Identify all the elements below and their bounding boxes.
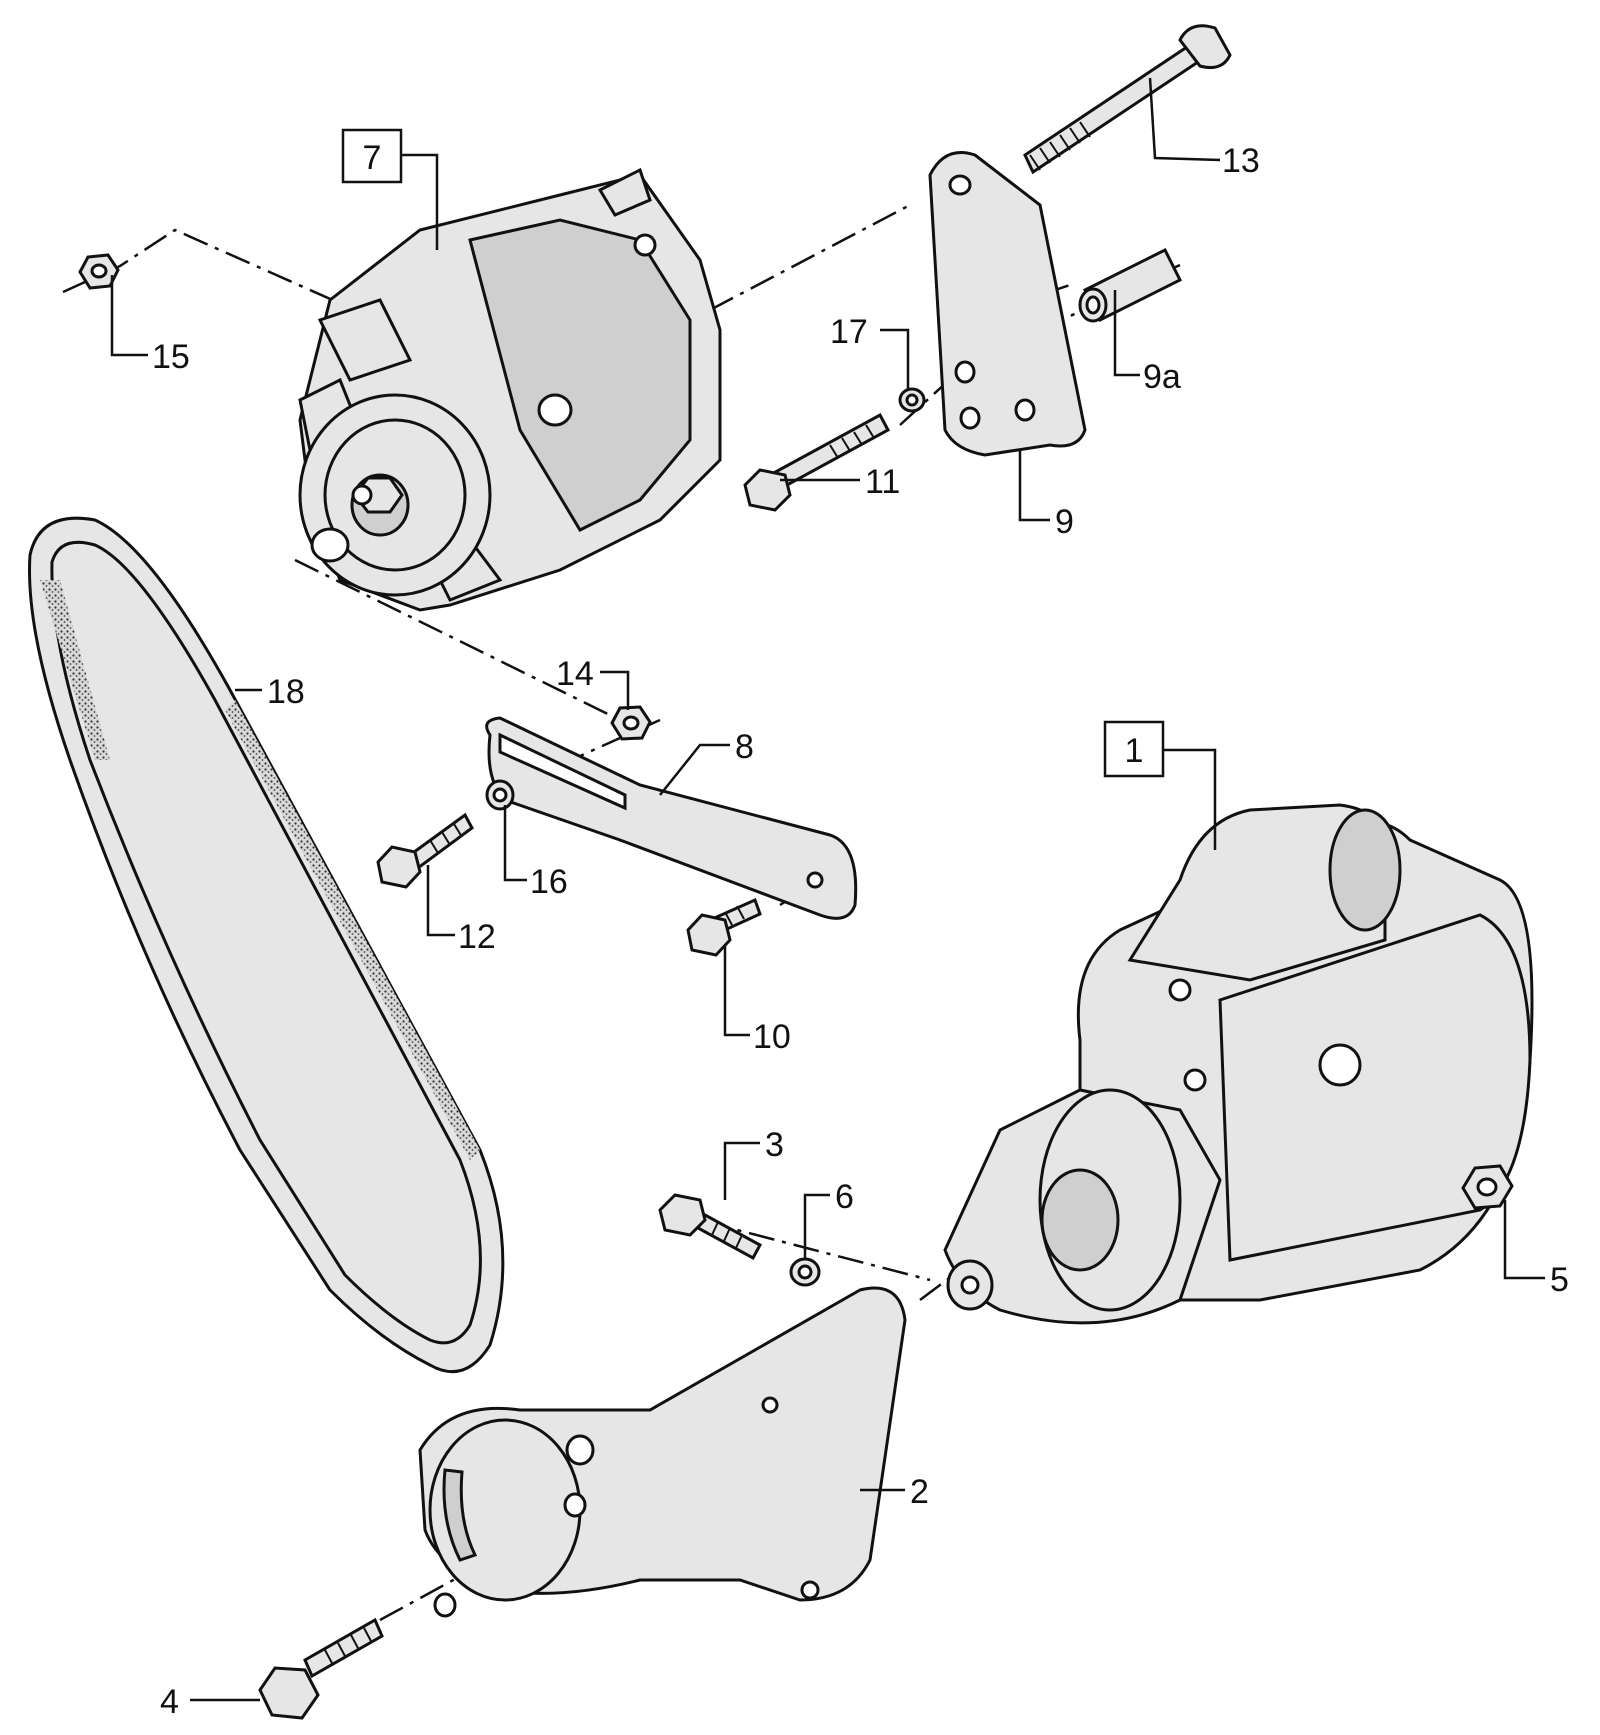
callout-3: 3 xyxy=(765,1126,784,1164)
callout-13: 13 xyxy=(1222,142,1260,180)
mounting-bracket-2 xyxy=(418,1286,907,1618)
nut-15 xyxy=(78,253,120,290)
spacer-9a xyxy=(1078,247,1183,323)
callout-5: 5 xyxy=(1550,1261,1569,1299)
nut-14 xyxy=(610,705,652,741)
callout-16: 16 xyxy=(530,863,568,901)
callout-7: 7 xyxy=(341,128,403,184)
starter-motor xyxy=(943,803,1534,1325)
callout-1: 1 xyxy=(1103,720,1165,778)
callout-9a: 9a xyxy=(1143,358,1181,396)
alternator xyxy=(298,167,722,612)
bracket-9 xyxy=(928,151,1087,457)
callout-4: 4 xyxy=(160,1683,179,1721)
bolt-10 xyxy=(686,897,762,957)
washer-17 xyxy=(898,387,926,413)
callout-2: 2 xyxy=(910,1473,929,1511)
bolt-12 xyxy=(376,812,474,889)
callout-label: 7 xyxy=(363,139,382,177)
bolt-4 xyxy=(258,1617,384,1720)
callout-label: 1 xyxy=(1125,732,1144,770)
bolt-3 xyxy=(658,1193,763,1261)
callout-18: 18 xyxy=(267,673,305,711)
nut-5 xyxy=(1461,1164,1514,1210)
callout-15: 15 xyxy=(152,338,190,376)
washer-16 xyxy=(485,779,515,811)
callout-11: 11 xyxy=(865,463,900,501)
callout-14: 14 xyxy=(556,655,594,693)
drive-belt-18 xyxy=(28,516,505,1374)
bolt-11 xyxy=(743,412,891,512)
washer-6 xyxy=(789,1257,821,1287)
bolt-13 xyxy=(1023,24,1232,175)
callout-10: 10 xyxy=(753,1018,791,1056)
callout-9: 9 xyxy=(1055,503,1074,541)
callout-17: 17 xyxy=(830,313,868,351)
callout-6: 6 xyxy=(835,1178,854,1216)
leader-lines xyxy=(110,77,1545,1702)
callout-8: 8 xyxy=(735,728,754,766)
callout-12: 12 xyxy=(458,918,496,956)
